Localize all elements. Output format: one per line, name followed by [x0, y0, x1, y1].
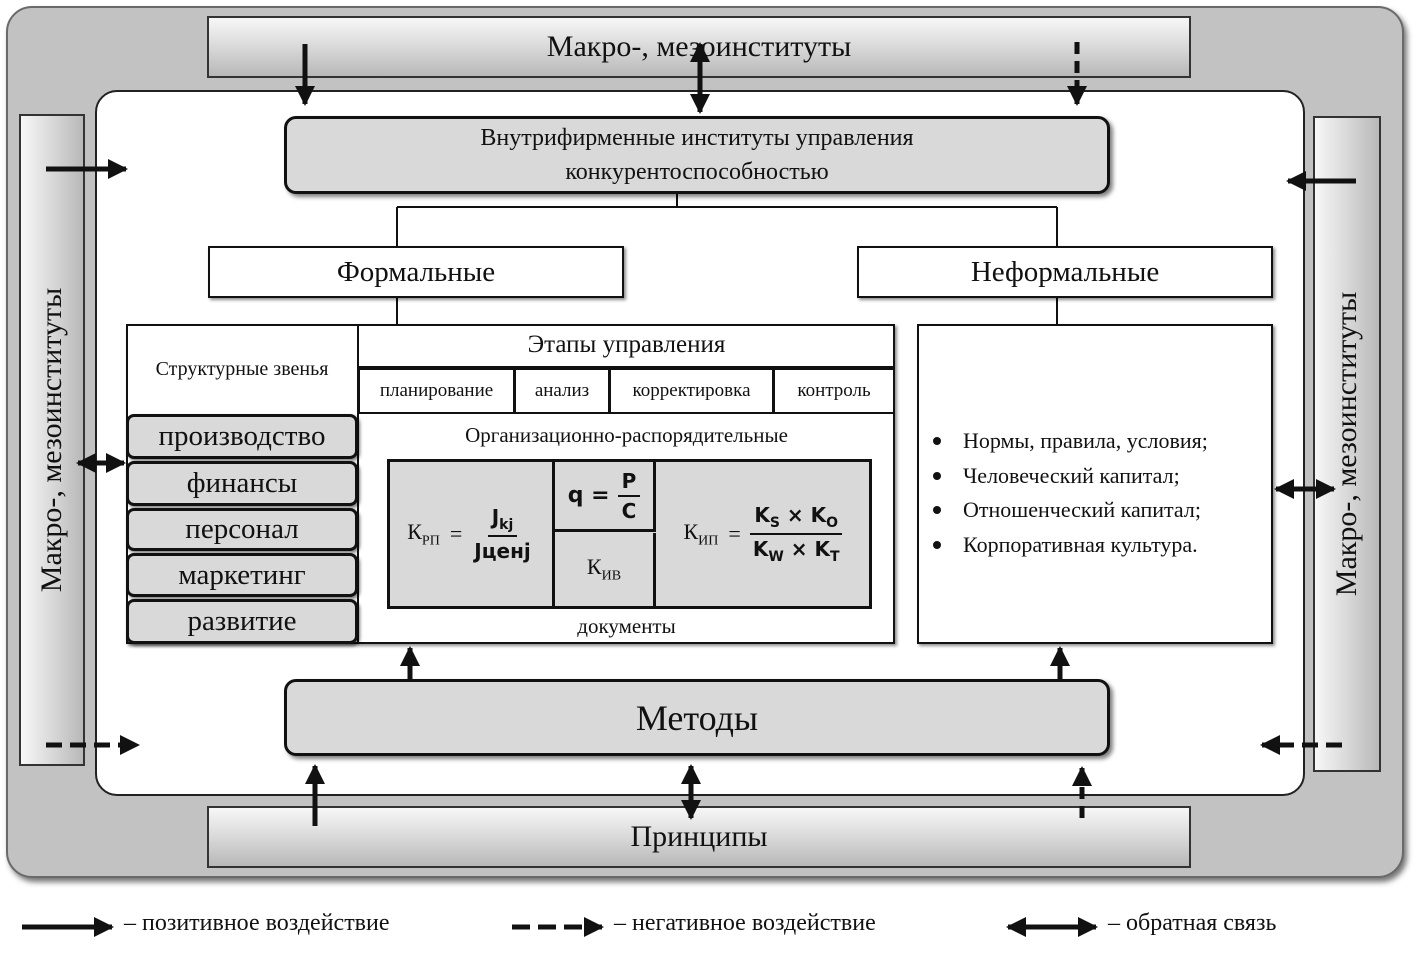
stage-planning-label: планирование: [379, 380, 494, 401]
formal-label: Формальные: [336, 255, 496, 288]
legend-negative: – негативное воздействие: [614, 910, 876, 937]
left-macro-bar: Макро-, мезоинституты: [19, 114, 85, 766]
right-macro-bar: Макро-, мезоинституты: [1313, 116, 1381, 772]
stage-analysis-label: анализ: [534, 380, 590, 401]
kip-eq: =: [728, 521, 741, 546]
methods-box: Методы: [284, 679, 1110, 756]
stage-planning: планирование: [358, 368, 515, 414]
krp-fraction: Jkj Jценj: [474, 505, 531, 563]
kip-fraction: KS × KO KW × KT: [749, 503, 844, 565]
list-item: Отношенческий капитал;: [933, 493, 1271, 528]
stage-correction: корректировка: [609, 368, 774, 414]
legend-feedback-label: – обратная связь: [1108, 910, 1277, 936]
intrafirm-line1: Внутрифирменные институты управления: [480, 125, 914, 151]
documents-label-text: документы: [577, 613, 676, 638]
unit-personnel: персонал: [126, 508, 358, 551]
informal-box: Неформальные: [857, 246, 1273, 298]
org-label: Организационно-распорядительные: [358, 420, 895, 450]
informal-label: Неформальные: [970, 255, 1160, 288]
principles-label: Принципы: [630, 820, 768, 853]
intrafirm-line2: конкурентоспособностью: [565, 159, 829, 185]
formal-box: Формальные: [208, 246, 624, 298]
formula-kip: КИП = KS × KO KW × KT: [658, 462, 869, 606]
informal-list: Нормы, правила, условия; Человеческий ка…: [933, 424, 1271, 562]
bullet-icon: [933, 506, 941, 515]
q-label: q =: [567, 483, 610, 508]
kip-label: КИП: [683, 518, 719, 549]
list-item: Корпоративная культура.: [933, 528, 1271, 563]
stage-control: контроль: [773, 368, 895, 414]
legend-feedback: – обратная связь: [1108, 910, 1276, 937]
structural-divider: [357, 324, 359, 644]
list-item: Человеческий капитал;: [933, 459, 1271, 494]
documents-label: документы: [358, 612, 895, 640]
stage-correction-label: корректировка: [632, 380, 751, 401]
formula-q: q = P C: [555, 462, 656, 532]
methods-label: Методы: [635, 697, 759, 738]
bottom-principles-bar: Принципы: [207, 806, 1191, 868]
unit-production: производство: [126, 414, 358, 459]
bullet-icon: [933, 471, 941, 480]
structural-header: Структурные звенья: [126, 324, 358, 414]
stages-header: Этапы управления: [358, 324, 895, 368]
unit-marketing-label: маркетинг: [178, 558, 306, 591]
formula-krp: КРП = Jkj Jценj: [390, 462, 555, 606]
unit-personnel-label: персонал: [185, 513, 299, 545]
bullet-icon: [933, 540, 941, 549]
list-item: Нормы, правила, условия;: [933, 424, 1271, 459]
krp-eq: =: [449, 521, 463, 546]
krp-label: КРП: [407, 518, 440, 549]
org-label-text: Организационно-распорядительные: [465, 422, 788, 447]
q-fraction: P C: [617, 469, 641, 523]
unit-development-label: развитие: [187, 605, 297, 637]
informal-panel: Нормы, правила, условия; Человеческий ка…: [917, 324, 1273, 644]
stage-control-label: контроль: [797, 380, 871, 401]
unit-production-label: производство: [158, 420, 326, 452]
legend-positive: – позитивное воздействие: [124, 910, 390, 937]
unit-development: развитие: [126, 599, 358, 644]
formula-kiv: КИВ: [555, 533, 656, 606]
unit-finance: финансы: [126, 461, 358, 506]
unit-marketing: маркетинг: [126, 553, 358, 597]
legend-positive-label: – позитивное воздействие: [124, 910, 390, 936]
intrafirm-institutes-box: Внутрифирменные институты управления кон…: [284, 116, 1110, 194]
legend-negative-label: – негативное воздействие: [614, 910, 876, 936]
bullet-icon: [933, 437, 941, 446]
stage-analysis: анализ: [514, 368, 610, 414]
structural-header-text: Структурные звенья: [155, 357, 329, 380]
unit-finance-label: финансы: [186, 467, 298, 499]
stages-header-text: Этапы управления: [527, 331, 726, 358]
